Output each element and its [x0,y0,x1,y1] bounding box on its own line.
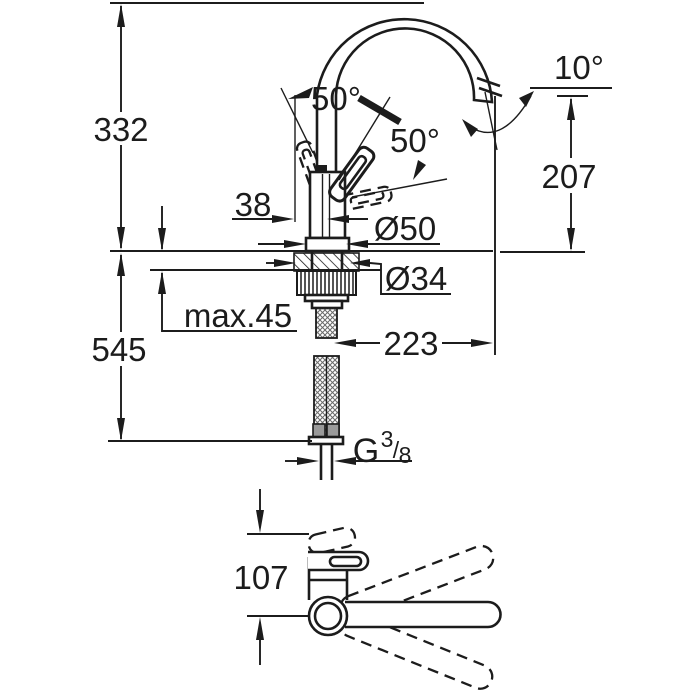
cartridge-cap [318,165,327,172]
dim-dia34-label: Ø34 [385,260,447,297]
aerator-band-1 [476,76,501,88]
dim-107: 107 [233,489,310,665]
spout-top-solid [345,600,502,629]
handle-top-slot [328,555,363,568]
reference-lines [108,2,612,442]
thread-letter: G [353,432,379,470]
dim-10-label: 10° [554,49,604,86]
thread-slash: / [393,437,400,463]
swivel-arrow-right [519,91,534,107]
dim-thread-g38: G 3 / 8 [285,426,412,470]
dim-dia50-label: Ø50 [374,210,436,247]
dim-length-545: 545 [91,253,147,441]
dim-107-label: 107 [233,559,288,596]
dim-reach-223: 223 [334,325,493,362]
front-view [293,17,503,480]
mounting-nut-knurled [296,270,357,296]
thread-denominator: 8 [399,442,412,468]
handle-top-dashed [307,526,357,555]
seal-washer-hatched [293,252,360,272]
dim-angle-50-down: 50° [351,122,448,198]
dim-332-label: 332 [93,111,148,148]
dim-38-label: 38 [235,186,272,223]
pivot-inner [313,601,343,631]
top-view: 107 [233,489,502,690]
dim-223-label: 223 [383,325,438,362]
ref-outlet-axis [484,91,498,151]
faucet-base-flange [304,236,351,253]
threaded-stud [315,307,338,339]
dim-545-label: 545 [91,331,146,368]
aerator-band-2 [478,86,503,98]
hose-end-collar [307,435,345,446]
dim-max45-label: max.45 [184,297,292,334]
dim-height-207: 207 [541,97,597,251]
swivel-arrow-left [462,119,478,137]
thread-numerator: 3 [381,426,394,452]
dim-angle-50-up: 50° [280,80,402,181]
nut-collar [310,299,344,310]
dim-angle-10: 10° [554,49,604,86]
dim-max45: max.45 [158,206,297,334]
dim-50down-label: 50° [390,122,440,159]
dim-dia-34: Ø34 [266,259,451,297]
dim-dia-50: Ø50 [258,210,440,248]
dim-height-332: 332 [93,4,149,250]
spout-outline [315,17,494,172]
dim-207-label: 207 [541,158,596,195]
dim-50up-label: 50° [311,80,361,117]
